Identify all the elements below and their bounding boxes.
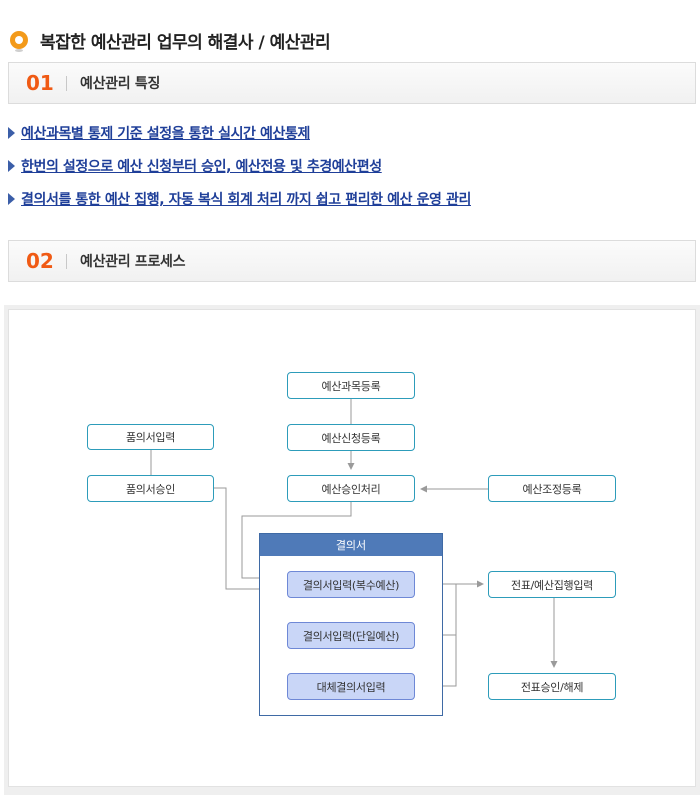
node-budget-request-registration: 예산신청등록 [287,424,415,451]
connector-proposal-to-resolution [214,487,282,593]
section-number: 02 [26,249,54,273]
section-header-features: 01 예산관리 특징 [8,62,696,104]
feature-link[interactable]: 한번의 설정으로 예산 신청부터 승인, 예산전용 및 추경예산편성 [21,159,382,175]
resolution-group-header: 결의서 [260,534,442,556]
node-resolution-single-budget: 결의서입력(단일예산) [287,622,415,649]
feature-item-3[interactable]: 결의서를 통한 예산 집행, 자동 복식 회계 처리 까지 쉽고 편리한 예산 … [8,188,471,210]
feature-item-2[interactable]: 한번의 설정으로 예산 신청부터 승인, 예산전용 및 추경예산편성 [8,155,382,177]
section-title: 예산관리 특징 [80,76,161,92]
node-voucher-approval-release: 전표승인/해제 [488,673,616,700]
node-proposal-input: 품의서입력 [87,424,214,450]
feature-link[interactable]: 결의서를 통한 예산 집행, 자동 복식 회계 처리 까지 쉽고 편리한 예산 … [21,192,471,208]
triangle-right-icon [8,127,15,139]
node-budget-adjust-registration: 예산조정등록 [488,475,616,502]
triangle-right-icon [8,160,15,172]
feature-link[interactable]: 예산과목별 통제 기준 설정을 통한 실시간 예산통제 [21,126,310,142]
triangle-right-icon [8,193,15,205]
feature-item-1[interactable]: 예산과목별 통제 기준 설정을 통한 실시간 예산통제 [8,122,310,144]
page-title-text: 복잡한 예산관리 업무의 해결사 / 예산관리 [40,32,331,53]
bullet-circle-icon [10,31,28,52]
section-number: 01 [26,71,54,95]
section-divider [66,253,67,269]
section-divider [66,75,67,91]
section-header-process: 02 예산관리 프로세스 [8,240,696,282]
connector-approval-to-resolution [241,502,352,582]
page-title: 복잡한 예산관리 업무의 해결사 / 예산관리 [10,26,331,54]
node-proposal-approval: 품의서승인 [87,475,214,502]
node-substitute-resolution: 대체결의서입력 [287,673,415,700]
node-voucher-budget-exec-input: 전표/예산집행입력 [488,571,616,598]
node-budget-approval: 예산승인처리 [287,475,415,502]
section-title: 예산관리 프로세스 [80,254,186,270]
node-resolution-multi-budget: 결의서입력(복수예산) [287,571,415,598]
node-budget-item-registration: 예산과목등록 [287,372,415,399]
